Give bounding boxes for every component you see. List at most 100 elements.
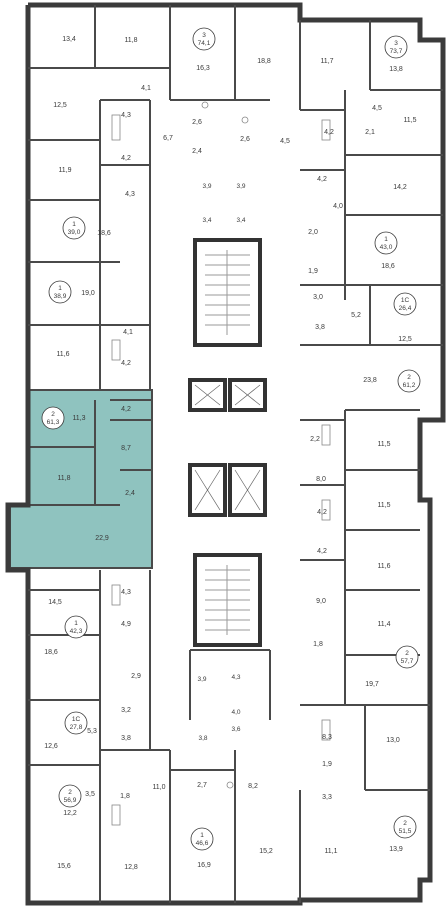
room-area: 2,0 bbox=[308, 229, 318, 236]
room-area: 15,2 bbox=[259, 848, 273, 855]
apartment-marker: 3 74,1 bbox=[192, 27, 216, 51]
room-area: 2,4 bbox=[125, 490, 135, 497]
room-area: 12,2 bbox=[63, 810, 77, 817]
room-area: 3,8 bbox=[315, 324, 325, 331]
room-area: 14,2 bbox=[393, 184, 407, 191]
room-area: 18,8 bbox=[257, 58, 271, 65]
room-area: 12,5 bbox=[398, 336, 412, 343]
room-area: 1,8 bbox=[313, 641, 323, 648]
bathroom-fixtures bbox=[111, 101, 331, 826]
room-area: 2,6 bbox=[192, 119, 202, 126]
stair-core-upper bbox=[193, 238, 262, 347]
svg-text:56,9: 56,9 bbox=[64, 797, 77, 804]
room-area: 11,5 bbox=[377, 441, 390, 448]
room-area: 4,2 bbox=[317, 548, 327, 555]
svg-text:39,0: 39,0 bbox=[68, 229, 81, 236]
room-area: 1,9 bbox=[308, 268, 318, 275]
room-area: 1,9 bbox=[322, 761, 332, 768]
svg-text:61,3: 61,3 bbox=[47, 419, 60, 426]
room-area: 3,4 bbox=[202, 217, 211, 224]
room-area: 3,9 bbox=[197, 676, 206, 683]
room-area: 4,5 bbox=[280, 138, 290, 145]
room-area: 11,4 bbox=[377, 621, 390, 628]
room-area: 11,9 bbox=[58, 167, 71, 174]
room-area: 4,2 bbox=[121, 155, 131, 162]
room-area: 4,1 bbox=[123, 329, 133, 336]
room-area: 2,4 bbox=[192, 148, 202, 155]
room-area: 3,2 bbox=[121, 707, 131, 714]
room-area: 11,5 bbox=[403, 117, 416, 124]
room-area: 4,2 bbox=[121, 406, 131, 413]
svg-text:57,7: 57,7 bbox=[401, 658, 414, 665]
room-area: 11,6 bbox=[377, 563, 390, 570]
room-area: 22,9 bbox=[95, 535, 109, 542]
room-area: 2,2 bbox=[310, 436, 320, 443]
svg-text:2: 2 bbox=[403, 820, 407, 827]
room-area: 18,6 bbox=[381, 263, 395, 270]
outer-walls bbox=[5, 2, 446, 906]
room-area-labels: 13,4 11,8 16,3 18,8 11,7 13,8 12,5 4,1 4… bbox=[44, 36, 416, 871]
room-area: 3,4 bbox=[236, 217, 245, 224]
svg-text:2: 2 bbox=[407, 374, 411, 381]
svg-text:1: 1 bbox=[58, 285, 62, 292]
apartment-marker: 1 46,6 bbox=[190, 827, 214, 851]
room-area: 11,7 bbox=[320, 58, 333, 65]
room-area: 3,5 bbox=[85, 791, 95, 798]
room-area: 9,0 bbox=[316, 598, 326, 605]
room-area: 3,9 bbox=[236, 183, 245, 190]
room-area: 19,7 bbox=[365, 681, 379, 688]
svg-text:1: 1 bbox=[74, 620, 78, 627]
apartment-marker: 1С 26,4 bbox=[393, 292, 417, 316]
room-area: 4,2 bbox=[317, 509, 327, 516]
room-area: 4,5 bbox=[372, 105, 382, 112]
room-area: 4,3 bbox=[125, 191, 135, 198]
room-area: 11,6 bbox=[56, 351, 69, 358]
svg-text:1: 1 bbox=[384, 236, 388, 243]
room-area: 13,0 bbox=[386, 737, 400, 744]
room-area: 2,9 bbox=[131, 673, 141, 680]
room-area: 4,2 bbox=[317, 176, 327, 183]
stair-core-lower bbox=[193, 553, 262, 647]
svg-text:27,8: 27,8 bbox=[70, 724, 83, 731]
apartment-marker: 2 57,7 bbox=[395, 645, 419, 669]
room-area: 8,7 bbox=[121, 445, 131, 452]
svg-text:38,9: 38,9 bbox=[54, 293, 67, 300]
room-area: 18,6 bbox=[44, 649, 58, 656]
apartment-marker: 2 56,9 bbox=[58, 784, 82, 808]
apartment-marker: 1С 27,8 bbox=[64, 711, 88, 735]
room-area: 11,8 bbox=[124, 37, 137, 44]
room-area: 12,6 bbox=[44, 743, 58, 750]
svg-text:1С: 1С bbox=[401, 297, 410, 304]
room-area: 11,5 bbox=[377, 502, 390, 509]
svg-text:26,4: 26,4 bbox=[399, 305, 412, 312]
svg-text:51,5: 51,5 bbox=[399, 828, 412, 835]
svg-text:1С: 1С bbox=[72, 716, 81, 723]
room-area: 11,3 bbox=[72, 415, 85, 422]
room-area: 15,6 bbox=[57, 863, 71, 870]
room-area: 3,9 bbox=[202, 183, 211, 190]
partitions bbox=[28, 5, 443, 903]
room-area: 2,6 bbox=[240, 136, 250, 143]
room-area: 5,3 bbox=[87, 728, 97, 735]
room-area: 13,9 bbox=[389, 846, 403, 853]
svg-text:43,0: 43,0 bbox=[380, 244, 393, 251]
room-area: 4,3 bbox=[121, 112, 131, 119]
apartment-markers[interactable]: 3 74,1 3 73,7 1 39,0 1 43,0 1 38,9 1С 26… bbox=[41, 27, 421, 851]
svg-text:1: 1 bbox=[72, 221, 76, 228]
room-area: 3,8 bbox=[121, 735, 131, 742]
room-area: 3,0 bbox=[313, 294, 323, 301]
apartment-marker: 1 38,9 bbox=[48, 280, 72, 304]
room-area: 14,5 bbox=[48, 599, 62, 606]
room-area: 4,1 bbox=[141, 85, 151, 92]
svg-text:1: 1 bbox=[200, 832, 204, 839]
svg-text:46,6: 46,6 bbox=[196, 840, 209, 847]
room-area: 12,8 bbox=[124, 864, 138, 871]
room-area: 11,1 bbox=[324, 848, 337, 855]
room-area: 16,3 bbox=[196, 65, 210, 72]
room-area: 1,8 bbox=[120, 793, 130, 800]
room-area: 4,3 bbox=[121, 589, 131, 596]
apartment-marker: 1 43,0 bbox=[374, 231, 398, 255]
room-area: 4,0 bbox=[231, 709, 240, 716]
room-area: 8,3 bbox=[322, 734, 332, 741]
